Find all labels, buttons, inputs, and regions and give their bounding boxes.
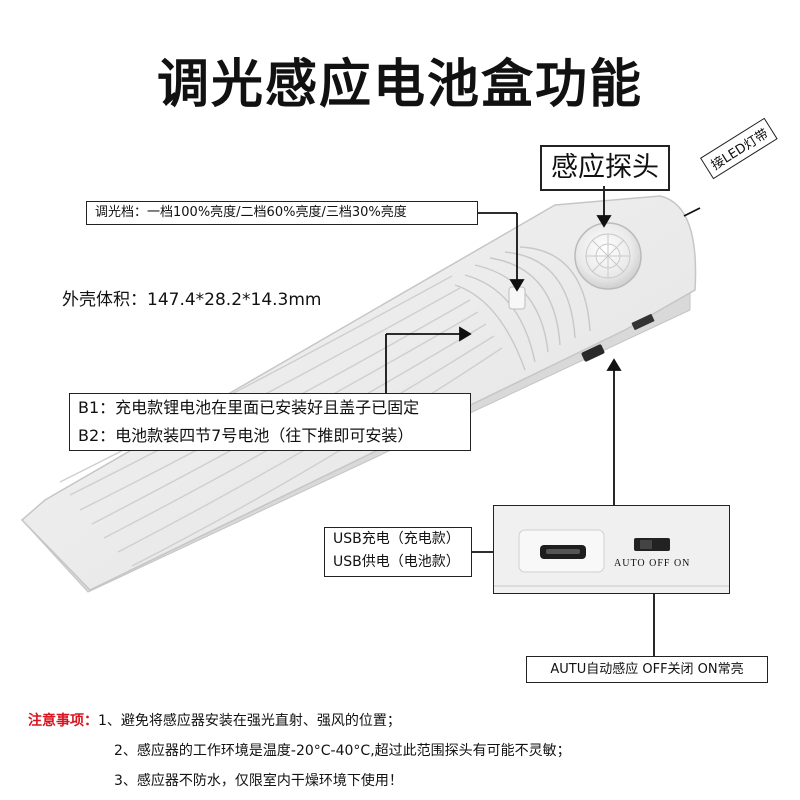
switch-print-text: AUTO OFF ON bbox=[614, 558, 691, 569]
shell-size-text: 外壳体积：147.4*28.2*14.3mm bbox=[62, 290, 322, 310]
note-item-3: 3、感应器不防水，仅限室内干燥环境下使用！ bbox=[114, 773, 403, 789]
note-item-1: 1、避免将感应器安装在强光直射、强风的位置； bbox=[98, 713, 401, 729]
device-slide-switch bbox=[631, 314, 655, 330]
note-item-2: 2、感应器的工作环境是温度-20°C-40°C,超过此范围探头有可能不灵敏； bbox=[114, 743, 571, 759]
device-usb-port bbox=[581, 344, 605, 362]
notes-heading: 注意事项： bbox=[28, 713, 98, 729]
leader-lines bbox=[385, 186, 701, 656]
notes-section: 注意事项：1、避免将感应器安装在强光直射、强风的位置； 2、感应器的工作环境是温… bbox=[28, 706, 571, 796]
battery-b2-text: B2：电池款装四节7号电池（往下推即可安装） bbox=[78, 426, 414, 445]
usb-power-text: USB供电（电池款） bbox=[333, 554, 460, 570]
battery-b1-text: B1：充电款锂电池在里面已安装好且盖子已固定 bbox=[78, 398, 420, 417]
port-closeup-drawing bbox=[494, 506, 729, 593]
port-closeup-inset: AUTO OFF ON bbox=[493, 505, 730, 594]
usb-charge-text: USB充电（充电款） bbox=[333, 531, 460, 547]
page-title: 调光感应电池盒功能 bbox=[156, 55, 643, 115]
sensor-head-label: 感应探头 bbox=[540, 145, 670, 191]
switch-modes-label: AUTU自动感应 OFF关闭 ON常亮 bbox=[526, 656, 768, 683]
dimming-levels-label: 调光档：一档100%亮度/二档60%亮度/三档30%亮度 bbox=[86, 201, 478, 225]
battery-info-box: B1：充电款锂电池在里面已安装好且盖子已固定 B2：电池款装四节7号电池（往下推… bbox=[69, 393, 471, 451]
usb-info-box: USB充电（充电款） USB供电（电池款） bbox=[324, 527, 472, 577]
